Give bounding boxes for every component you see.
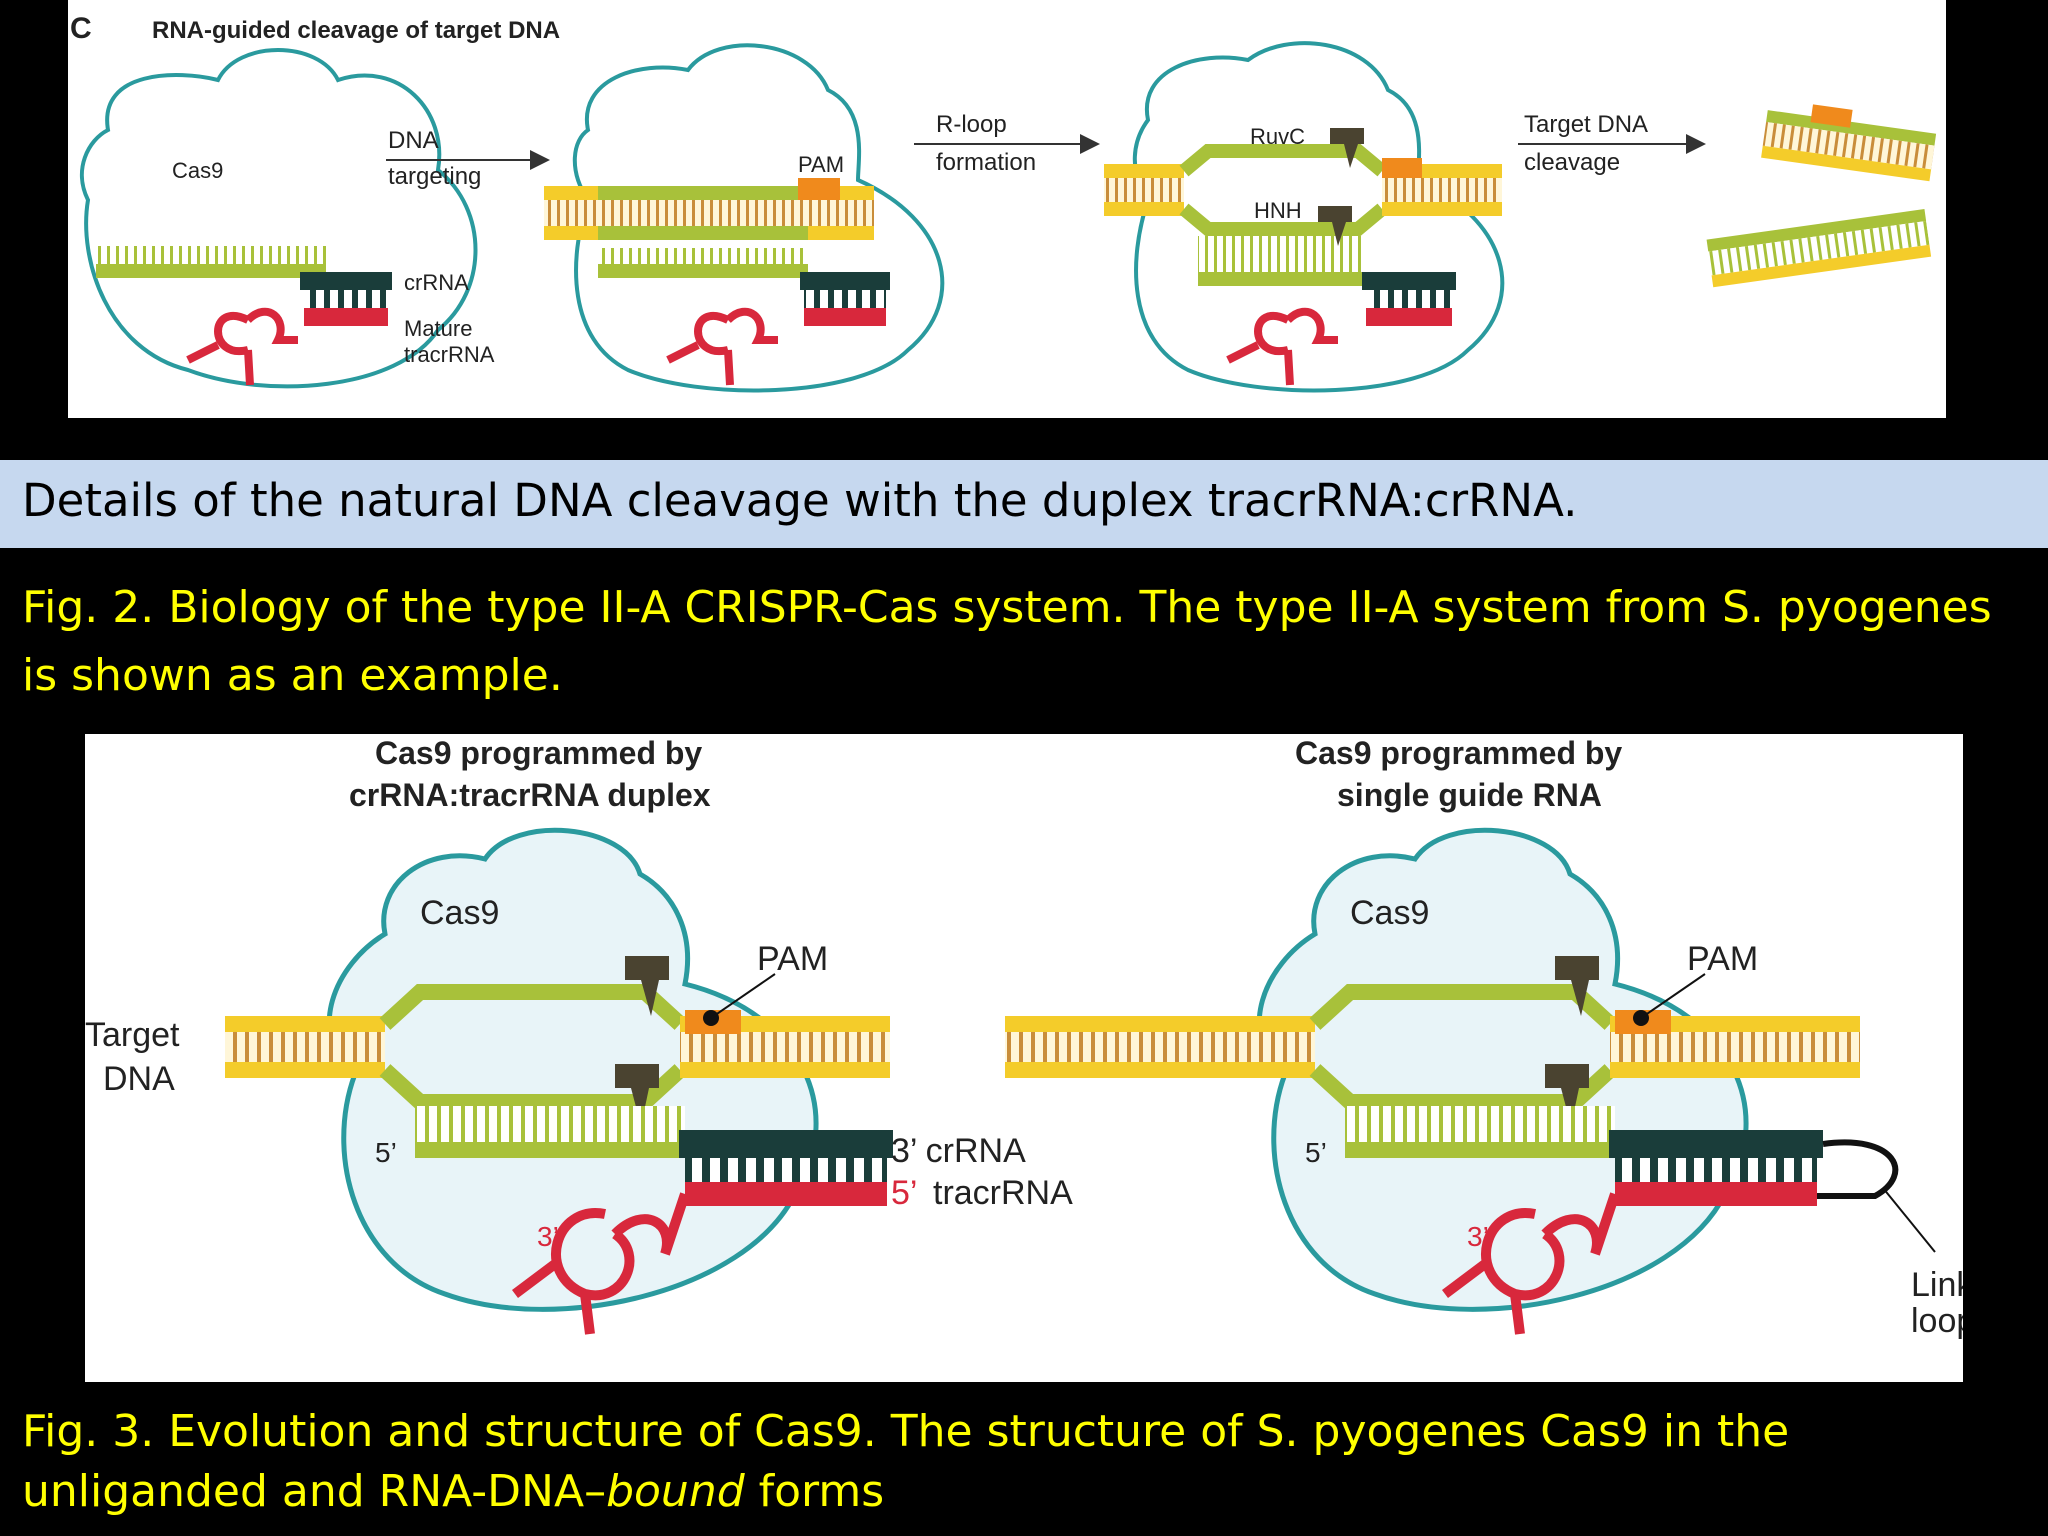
target-dna-label-line2: DNA (103, 1060, 175, 1098)
fig3-caption-italic: bound (606, 1466, 745, 1517)
crrna-guide-strand (96, 264, 326, 278)
pam-label-right: PAM (1687, 940, 1758, 978)
hnh-domain (1318, 206, 1352, 222)
panel-letter: C (70, 12, 92, 45)
right-title-line1: Cas9 programmed by (1295, 735, 1622, 771)
cas9-label-left: Cas9 (420, 894, 499, 932)
pam-label-left: PAM (757, 940, 828, 978)
tracr-prime-label: 5’ (891, 1174, 917, 1212)
ruvc-domain-left (625, 956, 669, 980)
cas9-label: Cas9 (172, 158, 223, 183)
top-figure-panel: C RNA-guided cleavage of target DNA Cas9… (68, 0, 1946, 418)
target-dna-label-line1: Target (85, 1016, 180, 1054)
linker-label-line2: loop (1911, 1302, 1963, 1340)
right-titles: Cas9 programmed by single guide RNA (1295, 735, 1622, 813)
pam-label: PAM (798, 152, 844, 177)
tracrrna-left (685, 1182, 887, 1206)
bottom-figure-panel: Cas9 programmed by crRNA:tracrRNA duplex… (85, 734, 2004, 1382)
linker-loop (1817, 1139, 1899, 1199)
tracrrna-label-line1: Mature (404, 316, 472, 341)
fig2-caption: Fig. 2. Biology of the type II-A CRISPR-… (22, 582, 1992, 701)
cas9-programming-diagram: Cas9 programmed by crRNA:tracrRNA duplex… (85, 735, 2004, 1340)
left-titles: Cas9 programmed by crRNA:tracrRNA duplex (349, 735, 711, 813)
tracrrna-label: tracrRNA (933, 1174, 1073, 1212)
fig3-caption: Fig. 3. Evolution and structure of Cas9.… (22, 1402, 2042, 1522)
step3-line2: cleavage (1524, 149, 1620, 176)
tracrrna-strand (304, 308, 388, 326)
crrna-label: 3’ crRNA (891, 1132, 1026, 1170)
cleaved-fragment-1 (1761, 104, 1937, 182)
crrna-repeat (300, 272, 392, 290)
sgrna-tracr-part (1615, 1182, 1817, 1206)
step1-line1: DNA (388, 127, 439, 154)
cas9-label-right: Cas9 (1350, 894, 1429, 932)
right-title-line2: single guide RNA (1337, 777, 1602, 813)
step2-line2: formation (936, 149, 1036, 176)
ruvc-domain (1330, 128, 1364, 144)
cleaved-fragment-2 (1706, 209, 1932, 288)
step1-line2: targeting (388, 163, 481, 190)
five-prime-left: 5’ (375, 1137, 397, 1168)
crrna-repeat-left (679, 1130, 893, 1158)
step3-line1: Target DNA (1524, 111, 1648, 138)
stage-dna-targeting: PAM (544, 43, 945, 393)
caption-banner: Details of the natural DNA cleavage with… (0, 460, 2048, 548)
crrna-guide-bases (96, 246, 326, 264)
nontarget-strand-left (379, 984, 686, 1030)
linker-label-line1: Linker (1911, 1266, 1963, 1304)
ruvc-label: RuvC (1250, 124, 1305, 149)
panel-title: RNA-guided cleavage of target DNA (152, 17, 560, 44)
left-title-line2: crRNA:tracrRNA duplex (349, 777, 711, 813)
left-cas9-complex: Cas9 Target DNA PAM 5’ 3’ crRNA 5’ tracr… (85, 827, 1073, 1335)
pam-site (798, 178, 840, 200)
tracrrna-hairpins (186, 307, 298, 386)
right-cas9-complex: Cas9 PAM 5’ Linker loop 3’ (1005, 827, 2004, 1340)
tracrrna-label-line2: tracrRNA (404, 342, 495, 367)
five-prime-right: 5’ (1305, 1137, 1327, 1168)
crrna-label: crRNA (404, 270, 469, 295)
fig3-caption-part1: Fig. 3. Evolution and structure of Cas9.… (22, 1406, 1790, 1517)
hnh-label: HNH (1254, 198, 1302, 223)
tracrrna-hairpins-left (512, 1192, 690, 1335)
stage-r-loop: RuvC HNH (1104, 41, 1505, 393)
target-strand-left (379, 1064, 686, 1110)
left-title-line1: Cas9 programmed by (375, 735, 702, 771)
rna-guided-cleavage-diagram: C RNA-guided cleavage of target DNA Cas9… (70, 12, 1937, 393)
hnh-domain-left (615, 1064, 659, 1088)
step2-line1: R-loop (936, 111, 1007, 138)
crrna-guide-left (415, 1142, 685, 1158)
stage-cas9-crrna: Cas9 crRNA Mature tracrRNA (79, 48, 495, 389)
banner-text: Details of the natural DNA cleavage with… (22, 474, 1578, 527)
fig3-caption-part2: forms (744, 1466, 885, 1517)
